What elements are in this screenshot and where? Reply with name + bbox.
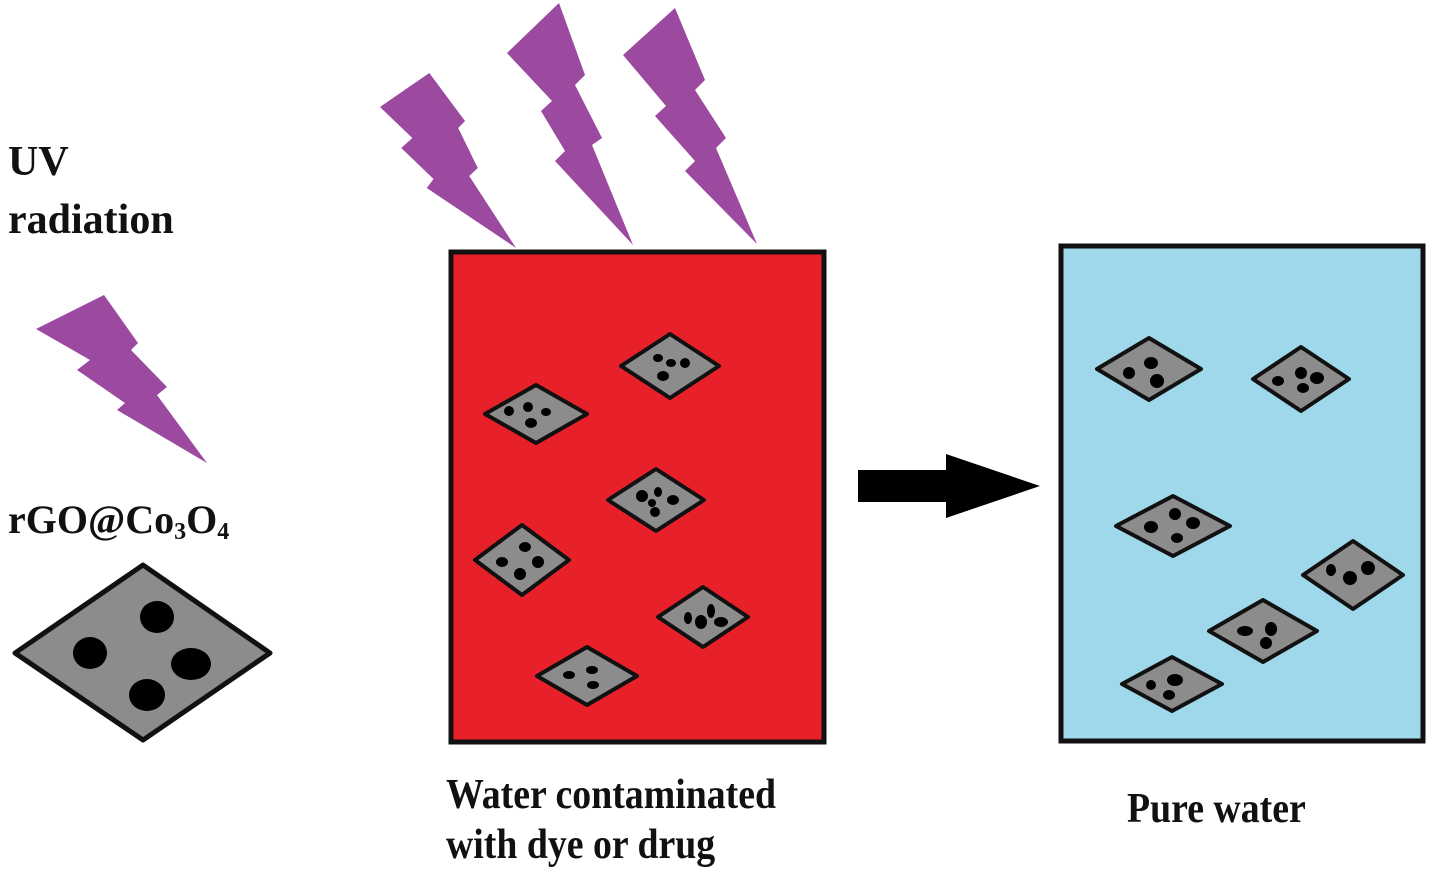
uv-label-line2: radiation — [8, 197, 174, 243]
co3o4-nanoparticle — [1260, 637, 1272, 649]
uv-radiation-label: UV radiation — [8, 133, 174, 249]
contaminated-catalyst-sheet-3 — [606, 467, 706, 533]
co3o4-nanoparticle — [504, 406, 514, 416]
legend-catalyst-sheet-icon — [12, 562, 273, 743]
co3o4-nanoparticle — [1343, 571, 1357, 585]
pure-water-label: Pure water — [1127, 786, 1306, 832]
pure-catalyst-sheet-3 — [1114, 494, 1232, 558]
pure-catalyst-sheet-2 — [1251, 345, 1351, 413]
co3o4-nanoparticle — [1144, 521, 1158, 533]
co3o4-nanoparticle — [684, 612, 692, 624]
co3o4-nanoparticle — [496, 557, 508, 567]
co3o4-nanoparticle — [1310, 372, 1324, 384]
contaminated-catalyst-sheet-1 — [619, 332, 721, 400]
uv-bolt-3-icon — [623, 8, 757, 244]
catalyst-sheet-shape — [1095, 336, 1203, 402]
co3o4-nanoparticle — [1167, 674, 1183, 686]
co3o4-nanoparticle — [1186, 517, 1200, 529]
catalyst-label: rGO@Co3O4 — [8, 497, 229, 547]
co3o4-nanoparticle — [707, 604, 715, 618]
catalyst-label-sub2: 4 — [217, 519, 230, 545]
co3o4-nanoparticle — [653, 354, 663, 362]
catalyst-label-sub1: 3 — [174, 519, 187, 545]
contaminated-label-line1: Water contaminated — [446, 772, 777, 818]
co3o4-nanoparticle — [666, 359, 676, 367]
pure-particles — [1095, 336, 1405, 713]
uv-bolt-1-icon — [380, 73, 516, 248]
co3o4-nanoparticle — [636, 490, 648, 502]
catalyst-label-prefix: rGO@Co — [8, 497, 175, 542]
pure-catalyst-sheet-4 — [1301, 539, 1405, 611]
co3o4-nanoparticle — [680, 358, 690, 368]
co3o4-nanoparticle — [586, 666, 598, 674]
co3o4-nanoparticle — [1123, 367, 1135, 379]
co3o4-nanoparticle — [532, 556, 544, 568]
uv-label-line1: UV — [8, 139, 69, 185]
co3o4-nanoparticle — [519, 542, 531, 552]
co3o4-nanoparticle — [650, 507, 660, 517]
catalyst-sheet-shape — [1207, 598, 1319, 664]
co3o4-nanoparticle — [1265, 622, 1277, 636]
catalyst-sheet-shape — [483, 383, 589, 445]
co3o4-nanoparticle — [523, 402, 533, 412]
catalyst-sheet-shape — [1114, 494, 1232, 558]
co3o4-nanoparticle — [1169, 508, 1181, 520]
co3o4-nanoparticle — [667, 495, 679, 505]
co3o4-nanoparticle — [648, 499, 656, 507]
contaminated-label-line2: with dye or drug — [446, 822, 716, 868]
co3o4-nanoparticle — [514, 568, 526, 580]
co3o4-nanoparticle — [1144, 357, 1158, 369]
co3o4-nanoparticle — [695, 615, 707, 629]
catalyst-sheet-shape — [606, 467, 706, 533]
contaminated-particles — [473, 332, 750, 707]
contaminated-catalyst-sheet-5 — [656, 585, 750, 649]
contaminated-catalyst-sheet-4 — [473, 523, 571, 597]
contaminated-water-label: Water contaminated with dye or drug — [446, 770, 776, 870]
pure-water-container — [1058, 243, 1426, 744]
co3o4-nanoparticle — [714, 617, 728, 627]
co3o4-nanoparticle — [1361, 561, 1375, 575]
catalyst-label-mid: O — [186, 497, 218, 542]
co3o4-nanoparticle — [563, 671, 575, 679]
pure-catalyst-sheet-1 — [1095, 336, 1203, 402]
co3o4-nanoparticle — [1295, 367, 1307, 379]
co3o4-nanoparticle — [1297, 383, 1309, 393]
co3o4-nanoparticle — [654, 487, 662, 497]
pure-catalyst-sheet-5 — [1207, 598, 1319, 664]
co3o4-nanoparticle — [525, 418, 537, 428]
uv-bolt-2-icon — [507, 3, 633, 245]
co3o4-nanoparticle — [1171, 533, 1183, 543]
co3o4-nanoparticle — [1163, 690, 1175, 700]
co3o4-nanoparticle — [587, 681, 599, 689]
co3o4-nanoparticle — [1237, 626, 1253, 636]
pure-catalyst-sheet-6 — [1120, 655, 1224, 713]
right-arrow-icon — [858, 454, 1040, 518]
co3o4-nanoparticle — [657, 371, 669, 381]
co3o4-nanoparticle — [1150, 374, 1164, 388]
catalyst-sheet-shape — [473, 523, 571, 597]
co3o4-nanoparticle — [1146, 680, 1156, 690]
catalyst-sheet-shape — [535, 645, 639, 707]
contaminated-catalyst-sheet-2 — [483, 383, 589, 445]
legend-lightning-bolt-icon — [36, 295, 207, 463]
co3o4-nanoparticle — [1326, 564, 1336, 576]
co3o4-nanoparticle — [1272, 376, 1284, 386]
contaminated-catalyst-sheet-6 — [535, 645, 639, 707]
co3o4-nanoparticle — [541, 408, 551, 416]
